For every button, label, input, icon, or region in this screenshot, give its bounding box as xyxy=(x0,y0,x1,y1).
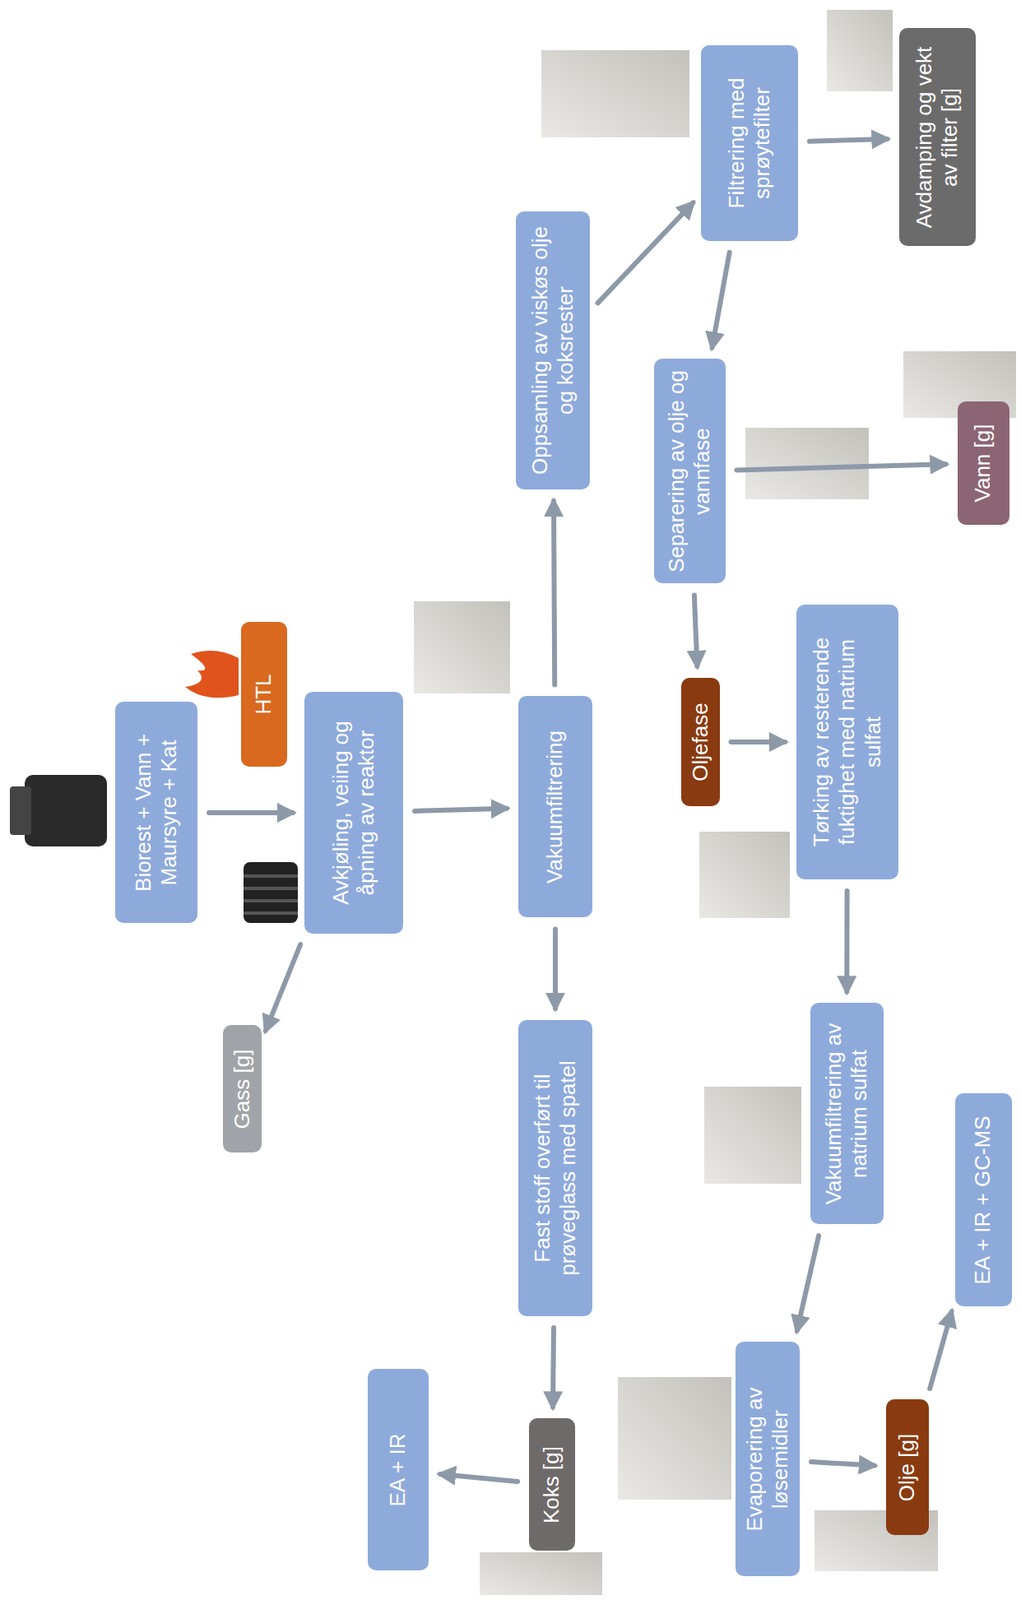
node-text: EA + IR xyxy=(385,1434,411,1508)
flow-arrow xyxy=(440,1474,518,1482)
node-text: Filtrering med sprøytefilter xyxy=(723,55,776,232)
flow-arrow xyxy=(809,139,888,142)
flow-arrow xyxy=(844,891,850,993)
lab-photo xyxy=(745,427,869,500)
flow-arrow xyxy=(598,202,694,303)
process-box: Vakuumfiltrering av natrium sulfat xyxy=(810,1003,884,1226)
node-text: EA + IR + GC-MS xyxy=(969,1115,996,1285)
flame-icon xyxy=(185,650,239,698)
flow-arrow xyxy=(797,1235,819,1332)
flow-arrow xyxy=(929,1311,952,1389)
process-box: Avkjøling, veiing og åpning av reaktor xyxy=(304,691,404,934)
process-box: HTL xyxy=(241,621,288,767)
process-box: Evaporering av løsemidler xyxy=(735,1342,800,1578)
flow-arrow xyxy=(811,1461,875,1467)
lab-photo xyxy=(479,1552,603,1596)
flow-arrow xyxy=(737,464,947,470)
flow-arrow xyxy=(553,501,555,686)
analysis-box: EA + IR xyxy=(367,1369,429,1572)
lab-photo xyxy=(826,9,893,92)
node-text: Separering av olje og vannfase xyxy=(663,369,715,575)
node-text: Oppsamling av viskøs olje og koksrester xyxy=(527,221,579,480)
flow-arrow xyxy=(694,595,698,668)
lab-photo xyxy=(617,1377,732,1500)
process-box: Separering av olje og vannfase xyxy=(654,359,726,585)
phase-box: Oljefase xyxy=(681,677,720,807)
output-box: Koks [g] xyxy=(529,1419,576,1552)
node-text: Vakuumfiltrering av natrium sulfat xyxy=(821,1013,873,1216)
process-box: Fast stoff overført til prøveglass med s… xyxy=(518,1020,593,1317)
node-text: Avdamping og vekt av filter [g] xyxy=(911,38,963,237)
node-text: Vakuumfiltrering xyxy=(542,730,568,884)
node-text: Avkjøling, veiing og åpning av reaktor xyxy=(328,701,380,924)
reactor-icon xyxy=(243,862,298,924)
lab-photo xyxy=(413,601,511,694)
node-text: Biorest + Vann + Maursyre + Kat xyxy=(130,712,182,915)
flow-arrow xyxy=(414,808,507,812)
node-text: HTL xyxy=(250,673,277,715)
output-box: Avdamping og vekt av filter [g] xyxy=(899,28,976,247)
lab-photo xyxy=(699,831,790,919)
analysis-box: EA + IR + GC-MS xyxy=(955,1094,1012,1308)
flow-arrow xyxy=(712,252,730,349)
node-text: Koks [g] xyxy=(538,1446,565,1524)
node-text: Gass [g] xyxy=(229,1049,256,1130)
node-text: Vann [g] xyxy=(969,424,996,503)
flow-arrow xyxy=(265,944,301,1031)
reactor-icon xyxy=(9,775,107,847)
output-box: Vann [g] xyxy=(957,401,1010,525)
process-box: Vakuumfiltrering xyxy=(518,696,593,919)
node-text: Evaporering av løsemidler xyxy=(742,1352,794,1568)
flow-arrow xyxy=(731,739,786,745)
flow-arrow xyxy=(552,1327,554,1408)
output-box: Olje [g] xyxy=(886,1400,929,1537)
node-text: Tørking av resterende fuktighet med natr… xyxy=(808,614,887,870)
process-box: Tørking av resterende fuktighet med natr… xyxy=(796,604,899,880)
node-text: Fast stoff overført til prøveglass med s… xyxy=(529,1030,581,1307)
output-box: Gass [g] xyxy=(222,1025,262,1154)
process-box: Oppsamling av viskøs olje og koksrester xyxy=(515,211,590,490)
input-box: Biorest + Vann + Maursyre + Kat xyxy=(115,702,198,924)
lab-photo xyxy=(704,1086,802,1184)
flow-arrow xyxy=(208,810,293,816)
process-box: Filtrering med sprøytefilter xyxy=(700,45,799,242)
node-text: Oljefase xyxy=(687,702,714,781)
lab-photo xyxy=(541,50,690,138)
flow-arrow xyxy=(552,929,558,1010)
node-text: Olje [g] xyxy=(894,1434,920,1502)
